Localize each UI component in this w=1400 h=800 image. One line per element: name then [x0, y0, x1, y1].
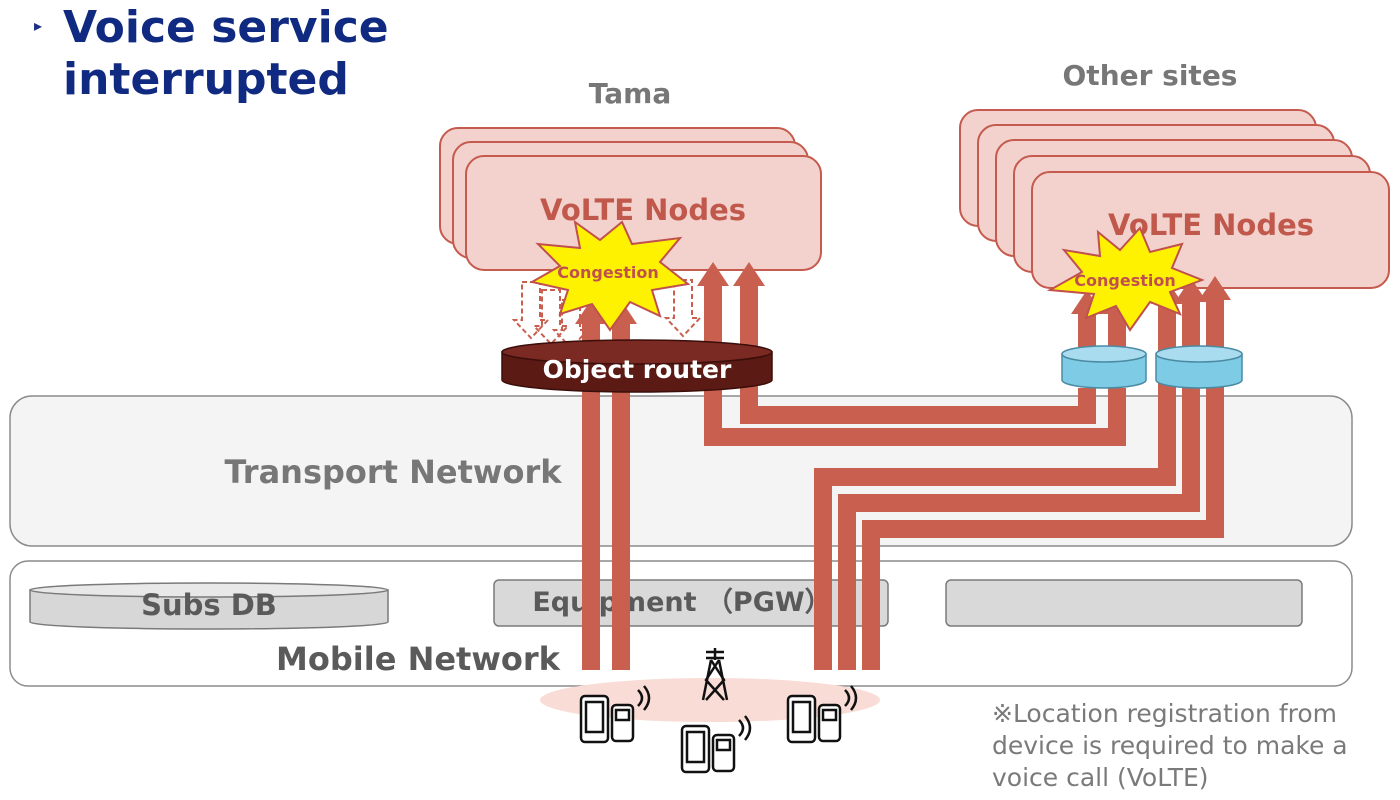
dashed-arrow	[663, 279, 703, 338]
congestion-label-other: Congestion	[1074, 271, 1175, 290]
mobile-phone-icon-2	[680, 715, 752, 774]
equipment-pgw-label: Equipment （PGW）	[532, 587, 831, 618]
subs-db: Subs DB	[29, 582, 389, 630]
traffic-arrowhead	[1199, 276, 1231, 300]
traffic-line	[704, 284, 1126, 446]
router-small-1	[1061, 345, 1147, 389]
subs-db-label: Subs DB	[141, 588, 277, 622]
tama-site-label: Tama	[589, 77, 671, 110]
congestion-burst-tama: Congestion	[529, 219, 691, 332]
traffic-arrowhead	[733, 262, 765, 286]
dashed-arrow	[511, 281, 551, 340]
traffic-flows	[575, 262, 1231, 670]
traffic-arrowhead	[575, 300, 607, 324]
cell-tower-icon	[701, 648, 729, 701]
traffic-arrowhead	[1175, 278, 1207, 302]
equipment-box-2	[945, 579, 1303, 627]
failed-requests	[511, 279, 703, 350]
traffic-line	[1108, 312, 1126, 352]
other-site-label: Other sites	[1063, 59, 1238, 92]
traffic-arrowhead	[697, 262, 729, 286]
mobile-phone-icon-3	[786, 685, 858, 744]
tama-volte-label: VoLTE Nodes	[540, 193, 746, 227]
congestion-burst-other: Congestion	[1046, 226, 1205, 332]
congestion-label-tama: Congestion	[557, 263, 658, 282]
traffic-line	[612, 322, 630, 670]
object-router-label: Object router	[543, 355, 732, 384]
mobile-phone-icon-1	[579, 685, 651, 744]
mobile-network-label: Mobile Network	[276, 640, 561, 678]
traffic-line	[814, 302, 1176, 670]
traffic-line	[582, 322, 600, 670]
object-router: Object router	[501, 339, 773, 393]
slide-title: Voice service interrupted	[63, 2, 389, 105]
traffic-line	[1078, 312, 1096, 352]
transport-network-label: Transport Network	[224, 453, 562, 491]
router-small-2	[1155, 345, 1243, 389]
footnote: ※Location registration from device is re…	[992, 699, 1348, 792]
bullet-icon: ▸	[34, 16, 43, 35]
dashed-arrow	[551, 299, 591, 350]
traffic-line	[740, 284, 1096, 424]
